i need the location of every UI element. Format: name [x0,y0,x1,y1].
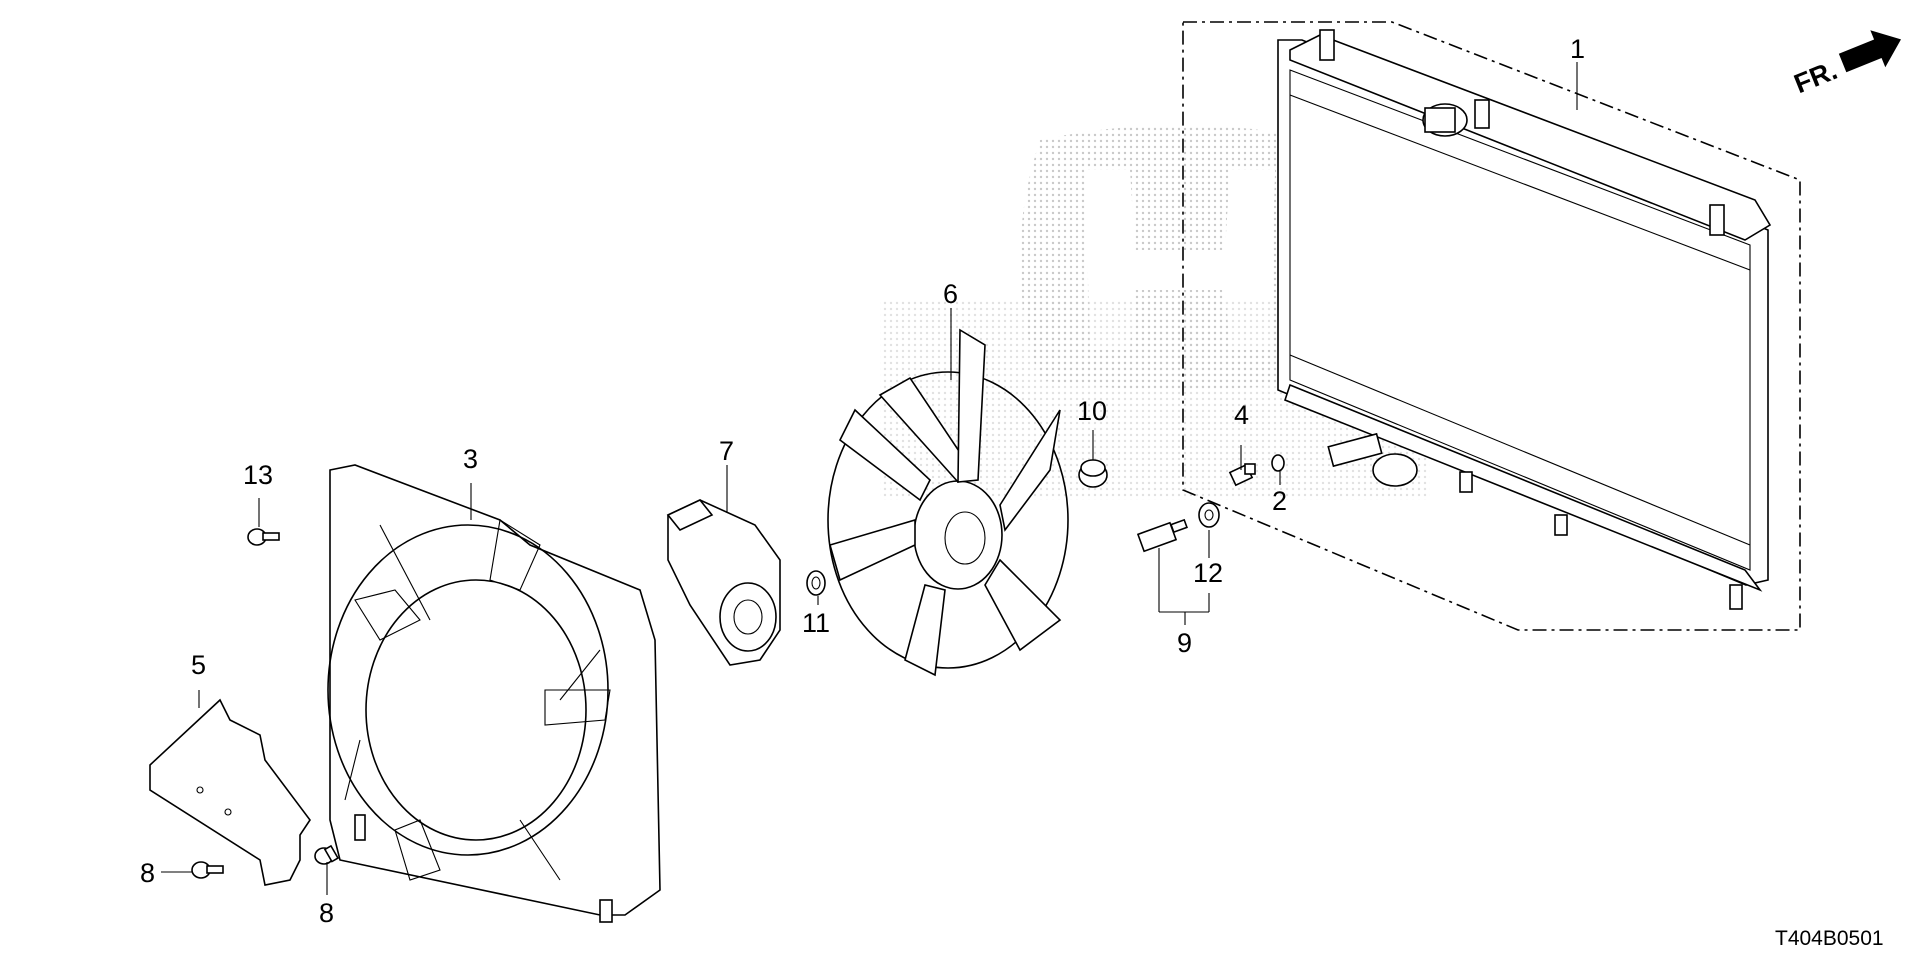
callout-5: 5 [191,650,206,680]
temperature-sensor [1136,518,1188,553]
drain-plug [1228,463,1256,487]
bolt-13 [247,528,280,546]
callout-8a: 8 [140,858,155,888]
washer [1198,502,1220,528]
diagram-code: T404B0501 [1775,927,1884,950]
svg-text:FR.: FR. [1790,55,1842,99]
bracket [149,698,311,886]
o-ring [1271,454,1285,472]
fan-nut [1078,459,1108,488]
bolt-8b [314,844,340,865]
callout-10: 10 [1077,396,1107,426]
cooling-fan [827,328,1069,677]
callout-12: 12 [1193,558,1223,588]
motor-washer [806,570,826,596]
callout-9: 9 [1177,628,1192,658]
callout-2: 2 [1272,486,1287,516]
leader-lines [161,62,1578,895]
callout-4: 4 [1234,400,1249,430]
radiator-assembly [1182,21,1801,631]
callout-13: 13 [243,460,273,490]
bolt-8a [191,861,224,879]
callout-8b: 8 [319,898,334,928]
callout-11: 11 [802,608,830,638]
fan-shroud [327,464,661,923]
callout-3: 3 [463,444,478,474]
callout-6: 6 [943,279,958,309]
front-direction-arrow-icon: FR. [1790,30,1901,99]
callout-1: 1 [1570,34,1585,64]
fan-motor [666,499,781,666]
callout-7: 7 [719,436,734,466]
